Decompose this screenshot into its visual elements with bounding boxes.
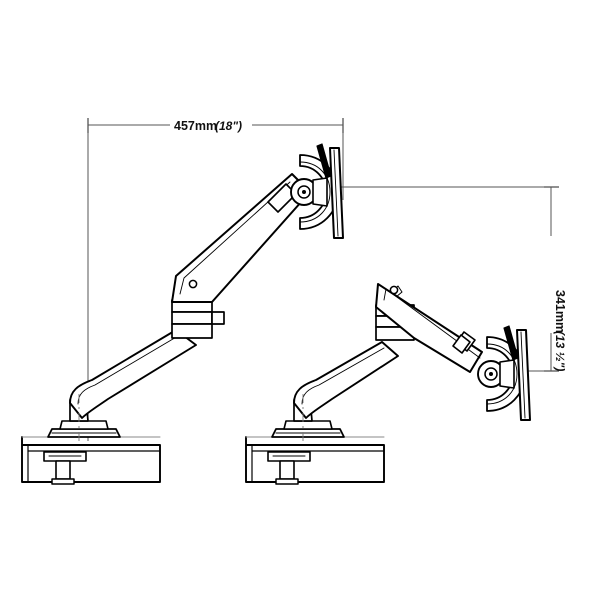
adjustment-tab-right — [452, 331, 476, 354]
upper-arm-right — [375, 283, 483, 373]
vesa-plate-left — [329, 147, 344, 239]
base-flange-right — [271, 420, 345, 438]
vesa-plate-right — [516, 329, 531, 421]
lower-arm-right — [293, 341, 399, 419]
centerlines — [78, 394, 304, 443]
vertical-dimension-imperial: (13 ½") — [553, 331, 567, 371]
upper-arm-hole-left — [188, 279, 198, 289]
lower-arm-left — [69, 329, 197, 419]
dimension-labels: 457mm (18") 341mm (13 ½") — [174, 119, 567, 371]
horizontal-dimension-imperial: (18") — [215, 119, 242, 133]
horizontal-dimension-metric: 457mm — [174, 119, 217, 133]
desk-clamp-left — [43, 451, 87, 485]
release-lever-left — [316, 143, 332, 179]
desk-clamp-right — [267, 451, 311, 485]
release-lever-right — [503, 325, 519, 361]
upper-arm-hole-right — [389, 285, 399, 295]
vertical-dimension-metric: 341mm — [553, 290, 567, 333]
arm-assembly-raised — [21, 143, 344, 485]
arm-assembly-lowered — [245, 283, 531, 485]
monitor-head-left — [290, 143, 344, 239]
base-flange-left — [47, 420, 121, 438]
monitor-head-right — [477, 325, 531, 421]
